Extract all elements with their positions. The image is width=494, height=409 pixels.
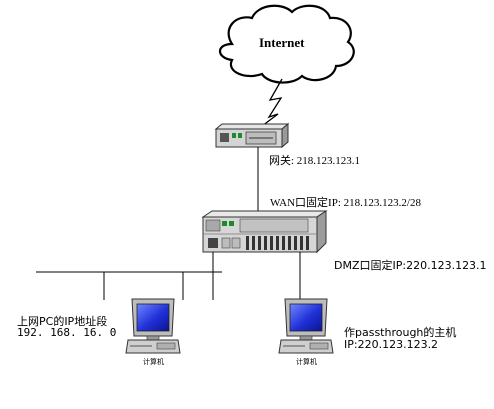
lan-pc-icon	[125, 298, 181, 354]
dmz-host-title: 作passthrough的主机	[344, 326, 457, 339]
internet-label: Internet	[259, 35, 305, 50]
lan-range-value: 192. 168. 16. 0	[17, 326, 117, 339]
wan-ip-label: WAN口固定IP: 218.123.123.2/28	[270, 197, 421, 209]
dmz-host-ip: IP:220.123.123.2	[344, 338, 439, 351]
gateway-router-icon	[214, 122, 290, 149]
dmz-pc-caption: 计算机	[296, 358, 317, 366]
dmz-ip-label: DMZ口固定IP:220.123.123.1	[334, 259, 487, 272]
lan-range-title: 上网PC的IP地址段	[17, 315, 108, 328]
firewall-device-icon	[201, 210, 328, 254]
lan-segment-lines	[36, 252, 222, 300]
wan-link-bolt	[261, 78, 283, 127]
internet-cloud-icon	[218, 4, 355, 84]
dmz-host-pc-icon	[278, 298, 334, 354]
gateway-ip-label: 网关: 218.123.123.1	[269, 155, 361, 167]
lan-pc-caption: 计算机	[143, 358, 164, 366]
